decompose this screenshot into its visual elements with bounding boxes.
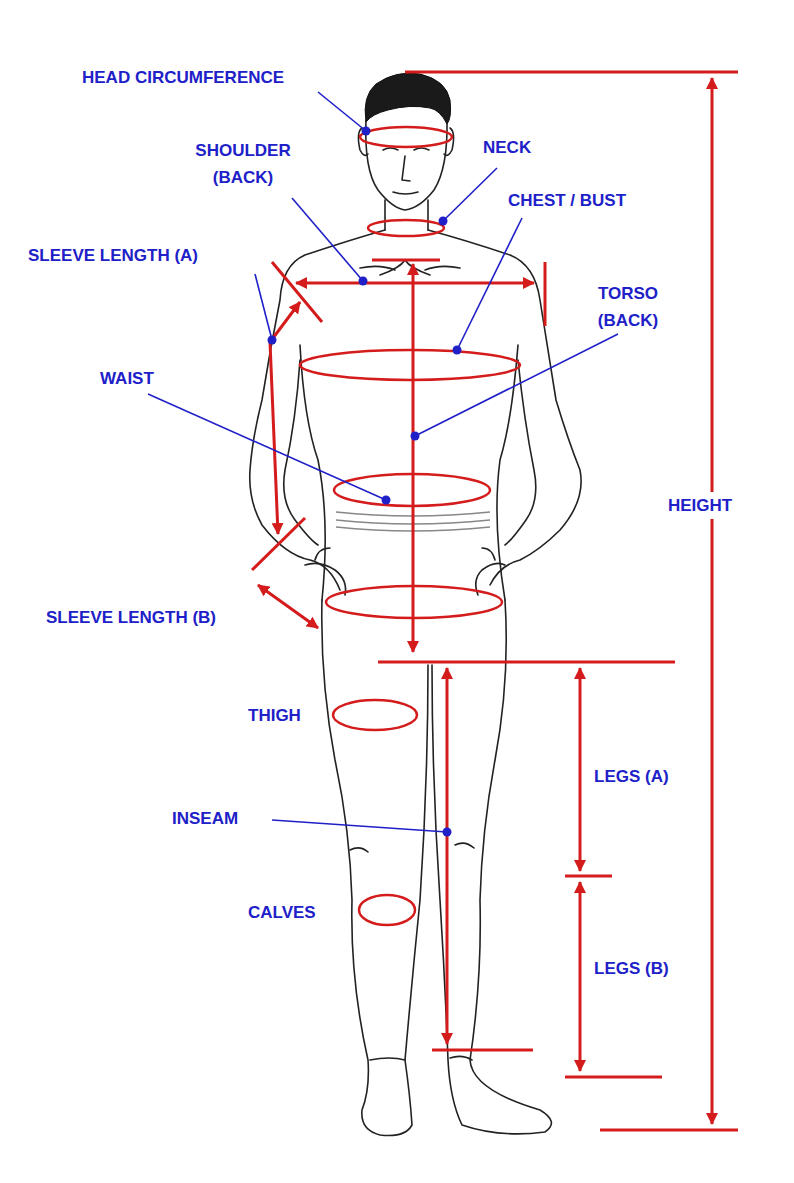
measurement-label: HEIGHT: [665, 492, 735, 519]
measurement-label: WAIST: [100, 365, 154, 392]
leader-dots: [268, 127, 462, 837]
measurement-lines: [252, 72, 738, 1130]
measurement-label: NECK: [483, 134, 531, 161]
measurement-label: CHEST / BUST: [508, 187, 626, 214]
measurement-label: CALVES: [248, 899, 316, 926]
man-figure: [250, 120, 581, 1136]
measurement-label: LEGS (B): [594, 955, 669, 982]
measurement-label: THIGH: [248, 702, 301, 729]
measurement-label: TORSO (BACK): [572, 280, 684, 334]
measurement-label: SHOULDER (BACK): [168, 137, 318, 191]
measurement-label: LEGS (A): [594, 763, 669, 790]
measurement-label: HEAD CIRCUMFERENCE: [82, 64, 284, 91]
measurement-label: SLEEVE LENGTH (B): [46, 604, 216, 631]
measurement-label: SLEEVE LENGTH (A): [28, 242, 198, 269]
hair: [365, 73, 450, 124]
measurement-label: INSEAM: [172, 805, 238, 832]
